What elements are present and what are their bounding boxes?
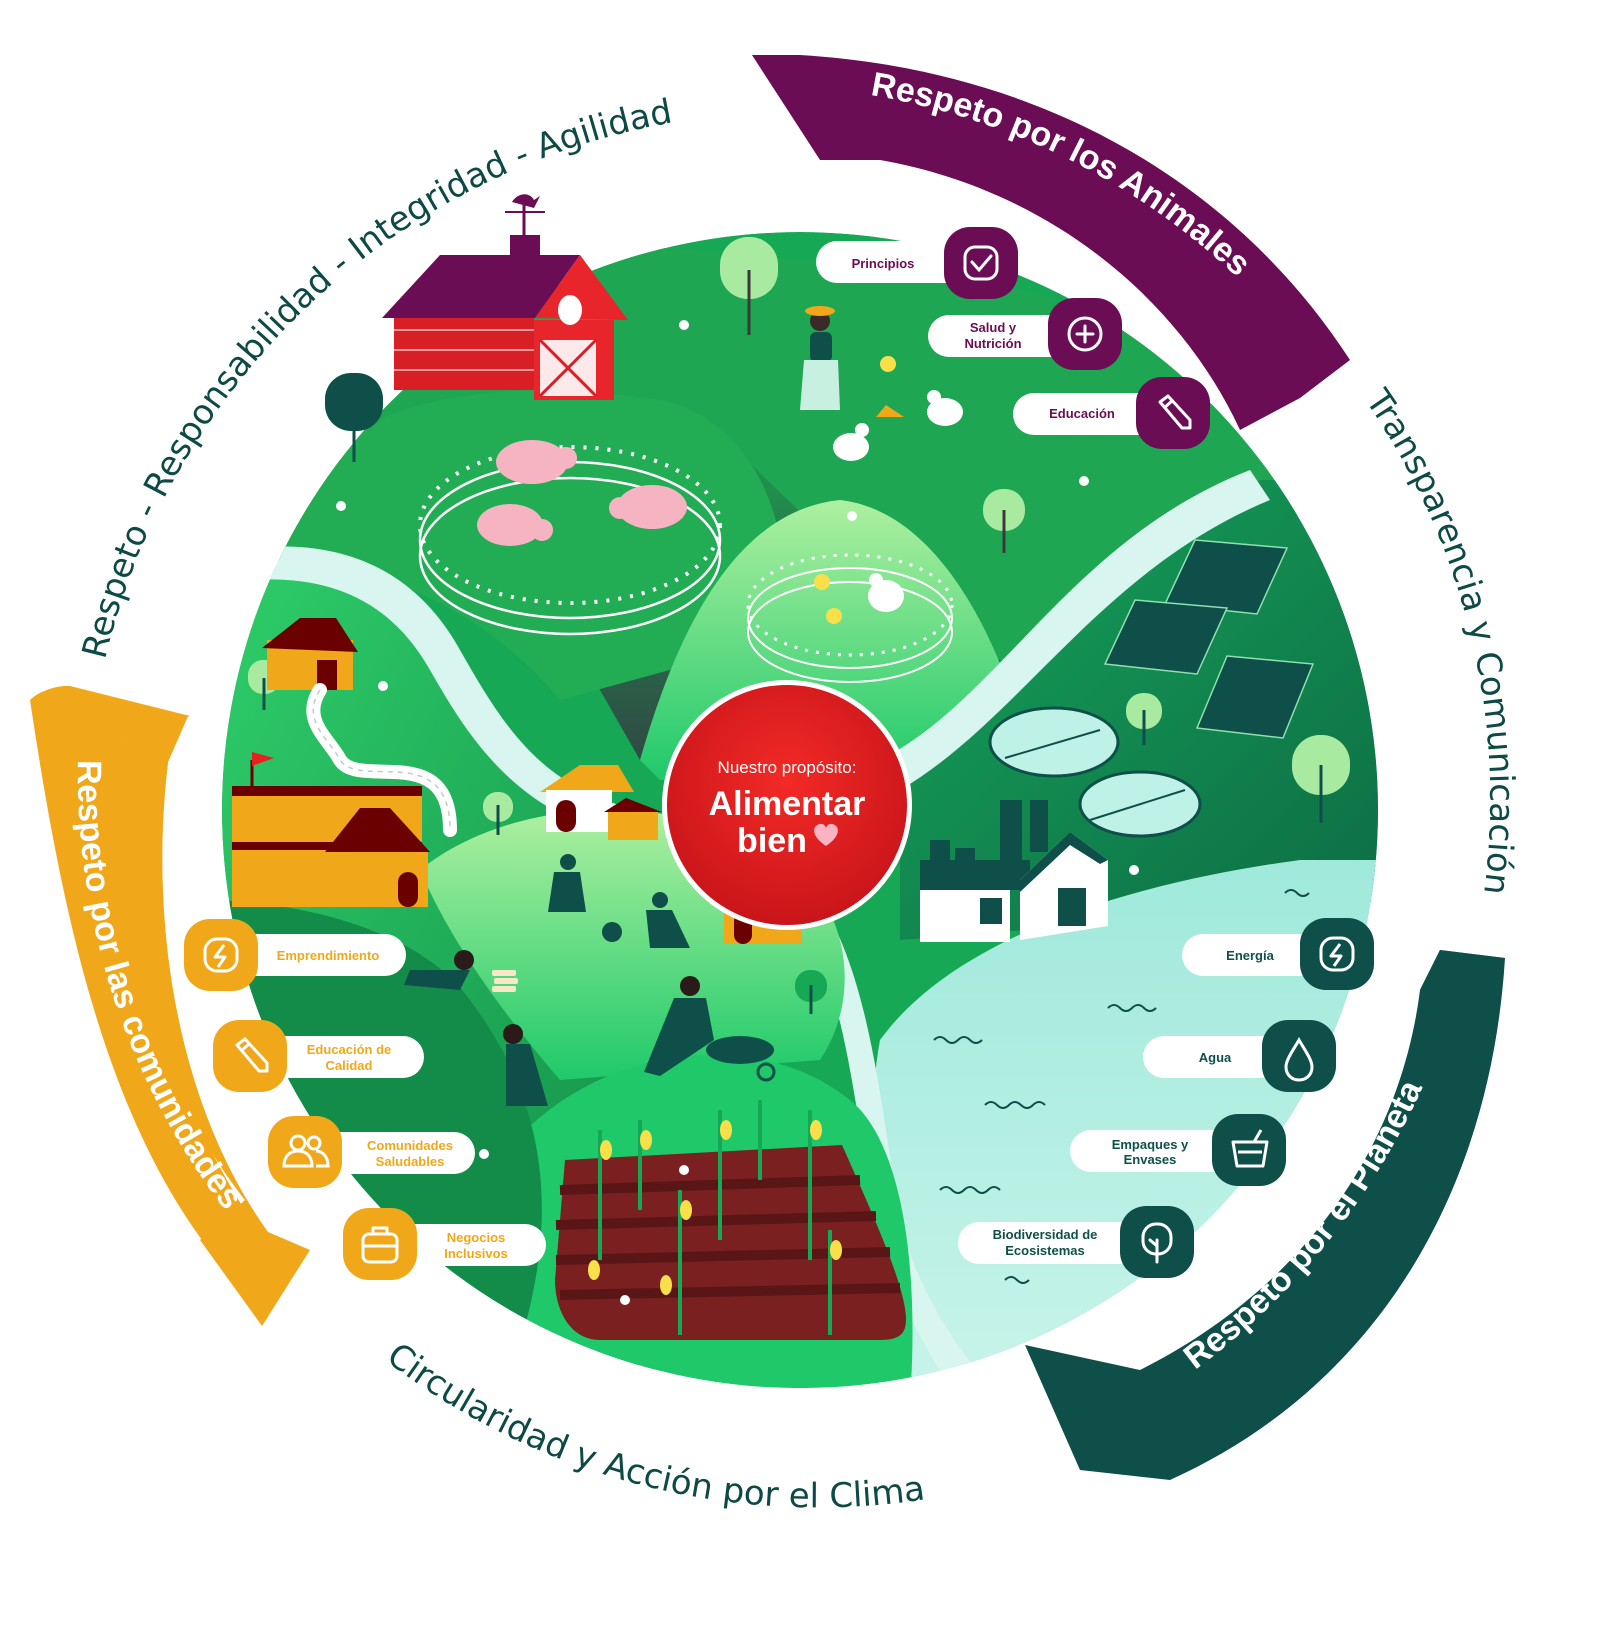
community-item-educacion-calidad[interactable]: Educación de Calidad	[213, 1020, 424, 1092]
planet-item-label-line2: Ecosistemas	[1005, 1243, 1085, 1258]
animals-item-label-line2: Nutrición	[964, 336, 1021, 351]
plus-icon	[1067, 316, 1103, 352]
barn-illustration	[382, 194, 628, 400]
solar-panels-illustration	[1103, 539, 1315, 739]
animals-item-principios[interactable]: Principios	[816, 227, 1018, 299]
community-item-label-line2: Saludables	[376, 1154, 445, 1169]
planet-item-label-line1: Biodiversidad de	[993, 1227, 1098, 1242]
water-tanks-illustration	[988, 706, 1202, 838]
tree-illustrations	[248, 237, 1350, 1014]
check-icon	[963, 245, 999, 281]
planet-item-energia[interactable]: Energía	[1182, 918, 1374, 990]
chickens-farmer-illustration	[800, 306, 963, 461]
community-item-label-line2: Calidad	[326, 1058, 373, 1073]
lightning-icon	[1319, 936, 1355, 972]
animals-item-salud-nutricion[interactable]: Salud y Nutrición	[928, 298, 1122, 370]
purpose-kicker: Nuestro propósito:	[718, 758, 857, 777]
animals-item-label: Principios	[852, 256, 915, 271]
planet-item-empaques-envases[interactable]: Empaques y Envases	[1070, 1114, 1286, 1186]
chicken-pen-illustration	[746, 553, 954, 683]
people-icon	[282, 1134, 330, 1168]
pencil-icon	[1158, 394, 1192, 430]
community-item-negocios-inclusivos[interactable]: Negocios Inclusivos	[343, 1208, 546, 1280]
planet-item-label-line1: Empaques y	[1112, 1137, 1189, 1152]
community-item-label-line1: Educación de	[307, 1042, 392, 1057]
purpose-title-line1: Alimentar	[709, 785, 866, 823]
planet-item-label: Energía	[1226, 948, 1274, 963]
community-item-label: Emprendimiento	[277, 948, 380, 963]
community-item-comunidades-saludables[interactable]: Comunidades Saludables	[268, 1116, 475, 1188]
heart-icon	[814, 823, 838, 846]
crop-field-illustration	[555, 1100, 906, 1340]
community-item-label-line1: Comunidades	[367, 1138, 453, 1153]
community-item-label-line2: Inclusivos	[444, 1246, 508, 1261]
animals-item-educacion[interactable]: Educación	[1013, 377, 1210, 449]
water-waves-illustration	[933, 889, 1310, 1284]
animals-item-label: Educación	[1049, 406, 1115, 421]
ring-values-right: Transparencia y Comunicación	[1357, 382, 1521, 897]
planet-item-label: Agua	[1199, 1050, 1232, 1065]
planet-item-biodiversidad[interactable]: Biodiversidad de Ecosistemas	[958, 1206, 1194, 1278]
animals-item-label-line1: Salud y	[970, 320, 1017, 335]
purpose-title-line2: bien	[737, 822, 807, 860]
houses-illustration	[232, 618, 806, 944]
planet-item-label-line2: Envases	[1124, 1152, 1177, 1167]
briefcase-icon	[361, 1226, 399, 1264]
water-drop-icon	[1284, 1037, 1314, 1082]
purpose-badge: Nuestro propósito: Alimentar bien	[662, 680, 912, 930]
community-item-emprendimiento[interactable]: Emprendimiento	[184, 919, 406, 991]
factory-illustration	[920, 800, 1108, 942]
community-item-label-line1: Negocios	[447, 1230, 506, 1245]
basket-icon	[1231, 1129, 1269, 1168]
lightning-icon	[203, 937, 239, 973]
pencil-icon	[235, 1037, 269, 1073]
planet-item-agua[interactable]: Agua	[1143, 1020, 1336, 1092]
tree-icon	[1141, 1222, 1173, 1264]
pig-pen-illustration	[418, 440, 722, 636]
flowers-illustration	[336, 320, 1139, 1305]
